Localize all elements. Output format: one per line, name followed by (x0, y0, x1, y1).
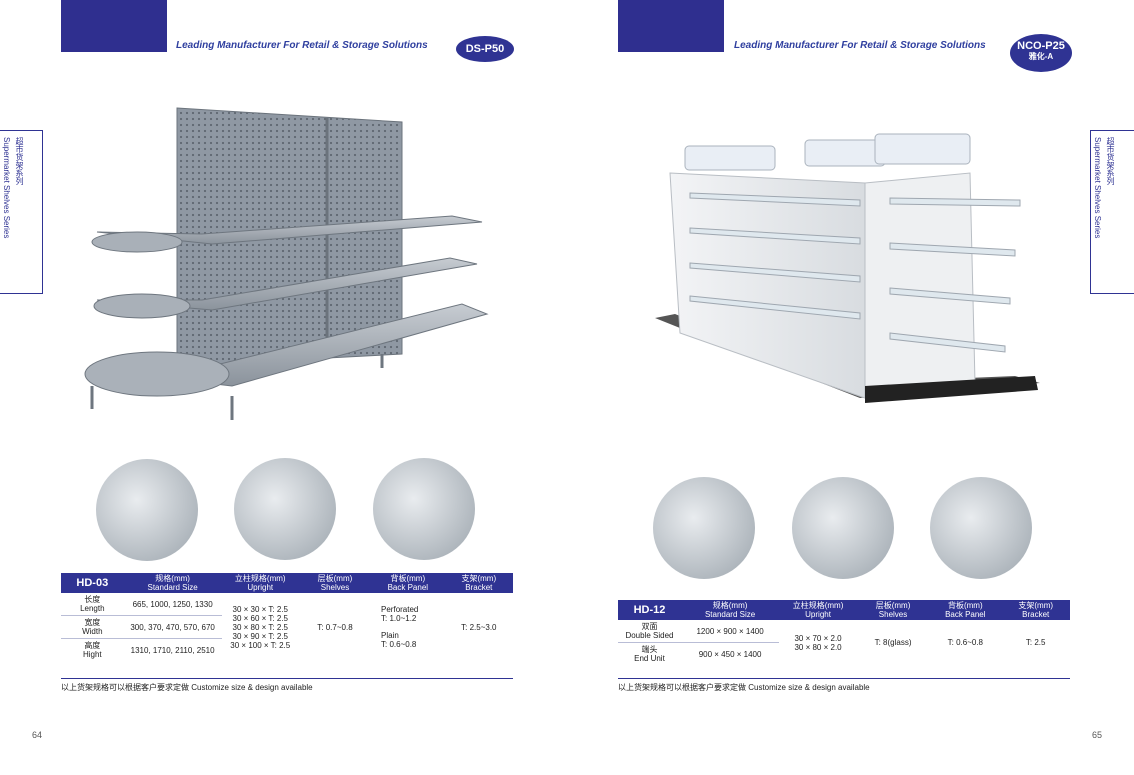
shelves-value: T: 8(glass) (874, 638, 912, 647)
right-model-badge: NCO-P25 雅化-A (1010, 34, 1072, 72)
upright-values: 30 × 30 × T: 2.5 30 × 60 × T: 2.5 30 × 8… (230, 604, 291, 650)
right-tagline: Leading Manufacturer For Retail & Storag… (734, 40, 986, 51)
bracket-value: T: 2.5 (1025, 638, 1046, 647)
header-bracket: 支架(mm)Bracket (444, 573, 513, 593)
row-size: 1200 × 900 × 1400 (680, 620, 780, 643)
header-bracket: 支架(mm)Bracket (1001, 600, 1070, 620)
right-customize-note: 以上货架规格可以根据客户要求定做 Customize size & design… (618, 683, 870, 692)
detail-photo-2 (234, 458, 336, 560)
right-header-block (618, 0, 724, 52)
detail-photo-1 (653, 477, 755, 579)
header-standard-size: 规格(mm)Standard Size (680, 600, 780, 620)
left-tagline: Leading Manufacturer For Retail & Storag… (176, 40, 428, 51)
cosmetic-shelf-image (655, 133, 1040, 403)
detail-photo-1 (96, 459, 198, 561)
header-shelves: 层板(mm)Shelves (856, 600, 930, 620)
side-tab-cn: 超市货架系列 (15, 137, 24, 185)
right-table-divider (618, 678, 1070, 679)
header-standard-size: 规格(mm)Standard Size (123, 573, 222, 593)
shelves-value: T: 0.7~0.8 (317, 622, 353, 632)
header-back-panel: 背板(mm)Back Panel (371, 573, 445, 593)
detail-photo-3 (930, 477, 1032, 579)
left-customize-note: 以上货架规格可以根据客户要求定做 Customize size & design… (61, 683, 313, 692)
side-tab-en: Supermarket Shelves Series (2, 137, 11, 239)
side-tab-en: Supermarket Shelves Series (1093, 137, 1102, 239)
detail-photo-3 (373, 458, 475, 560)
header-upright: 立柱规格(mm)Upright (779, 600, 857, 620)
header-upright: 立柱规格(mm)Upright (221, 573, 299, 593)
header-shelves: 层板(mm)Shelves (298, 573, 372, 593)
left-spec-table: HD-03 规格(mm)Standard Size 立柱规格(mm)Uprigh… (61, 573, 513, 661)
left-model-badge: DS-P50 (456, 36, 514, 62)
detail-photo-2 (792, 477, 894, 579)
left-page-number: 64 (32, 730, 43, 740)
right-side-tab: Supermarket Shelves Series 超市货架系列 (1090, 130, 1134, 294)
back-panel-values: Perforated T: 1.0~1.2 Plain T: 0.6~0.8 (381, 605, 419, 649)
left-header-block (61, 0, 167, 52)
right-page-number: 65 (1092, 730, 1103, 740)
row-size: 300, 370, 470, 570, 670 (123, 615, 222, 639)
row-size: 665, 1000, 1250, 1330 (123, 593, 222, 616)
header-back-panel: 背板(mm)Back Panel (929, 600, 1002, 620)
table-model-code: HD-12 (618, 600, 681, 620)
side-tab-cn: 超市货架系列 (1106, 137, 1115, 185)
left-side-tab: Supermarket Shelves Series 超市货架系列 (0, 130, 43, 294)
left-table-divider (61, 678, 513, 679)
row-size: 1310, 1710, 2110, 2510 (130, 645, 215, 655)
row-size: 900 × 450 × 1400 (698, 649, 762, 659)
right-spec-table: HD-12 规格(mm)Standard Size 立柱规格(mm)Uprigh… (618, 600, 1070, 665)
table-model-code: HD-03 (61, 573, 124, 593)
gondola-shelf-image (84, 107, 489, 420)
bracket-value: T: 2.5~3.0 (461, 622, 497, 632)
upright-values: 30 × 70 × 2.0 30 × 80 × 2.0 (794, 633, 842, 652)
back-panel-value: T: 0.6~0.8 (947, 638, 983, 647)
